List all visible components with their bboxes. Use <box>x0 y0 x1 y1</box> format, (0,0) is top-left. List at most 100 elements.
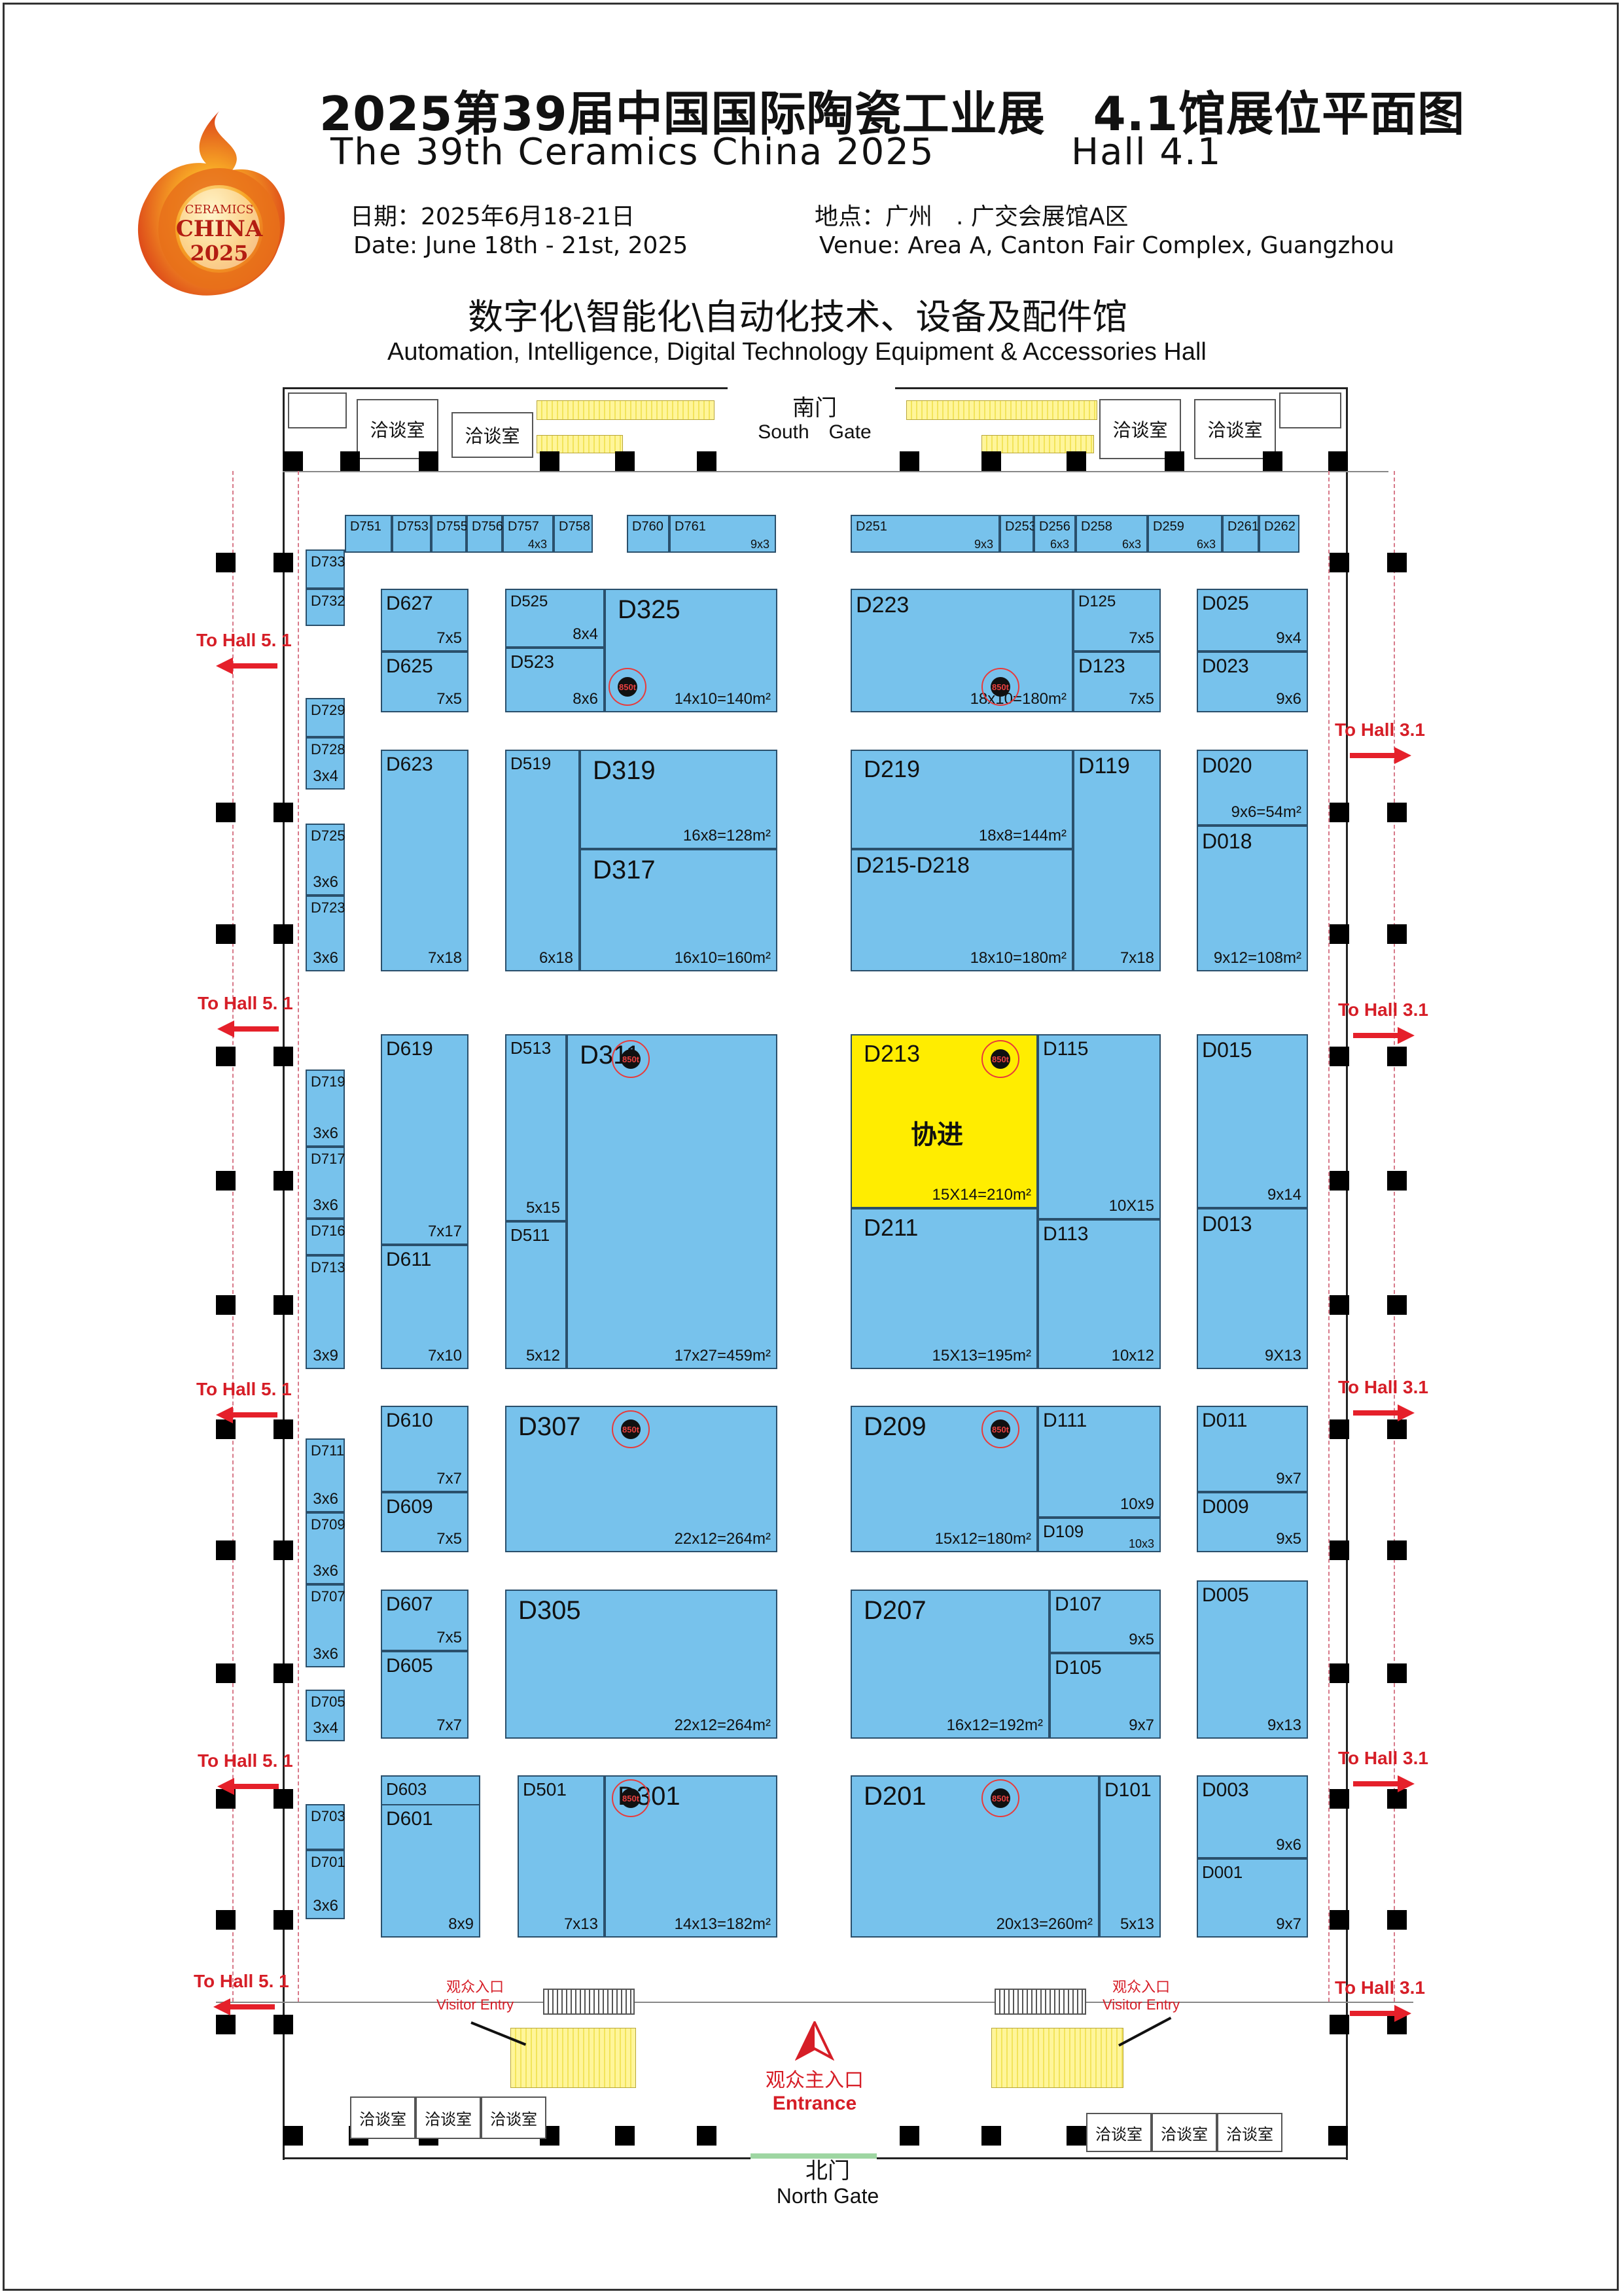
booth-code: D755 <box>436 519 468 534</box>
booth-d755[interactable]: D755 <box>431 515 468 553</box>
booth-d729[interactable]: D729 <box>306 698 345 737</box>
main-entrance-label[interactable]: 观众主入口 Entrance <box>762 2064 867 2115</box>
booth-dimension: 7x5 <box>436 1629 462 1646</box>
arrow-right-icon[interactable] <box>1349 1775 1415 1792</box>
booth-code: D119 <box>1078 754 1130 778</box>
arrow-left-icon[interactable] <box>216 657 281 674</box>
booth-d261[interactable]: D261 <box>1222 515 1259 553</box>
booth-d753[interactable]: D753 <box>392 515 431 553</box>
arrow-left-icon[interactable] <box>217 1020 283 1037</box>
arrow-left-icon[interactable] <box>213 1998 279 2015</box>
booth-d733[interactable]: D733 <box>306 549 345 589</box>
arrow-right-icon[interactable] <box>1349 1027 1415 1044</box>
booth-d262[interactable]: D262 <box>1259 515 1299 553</box>
visitor-entry-left[interactable]: 观众入口 Visitor Entry <box>436 1975 514 2013</box>
booth-d751[interactable]: D751 <box>345 515 392 553</box>
hall-wall-top-left <box>283 387 728 389</box>
booth-d253[interactable]: D253 <box>1000 515 1036 553</box>
arrow-right-icon[interactable] <box>1346 747 1411 764</box>
booth-d760[interactable]: D760 <box>627 515 669 553</box>
arrow-right-icon[interactable] <box>1346 2005 1411 2022</box>
meeting-room-bottom-5: 洽谈室 <box>1152 2113 1217 2152</box>
visitor-entry-left-cn: 观众入口 <box>446 1979 504 1995</box>
booth-d732[interactable]: D732 <box>306 589 345 626</box>
booth-d716[interactable]: D716 <box>306 1219 345 1255</box>
visitor-entry-right[interactable]: 观众入口 Visitor Entry <box>1103 1975 1180 2013</box>
arrow-left-icon[interactable] <box>217 1778 283 1795</box>
arrow-right-icon[interactable] <box>1349 1404 1415 1421</box>
booth-d758[interactable]: D758 <box>554 515 593 553</box>
booth-code: D713 <box>311 1259 345 1276</box>
arrow-left-icon[interactable] <box>216 1406 281 1423</box>
booth-d703[interactable]: D703 <box>306 1804 345 1850</box>
booth-d756[interactable]: D756 <box>467 515 503 553</box>
